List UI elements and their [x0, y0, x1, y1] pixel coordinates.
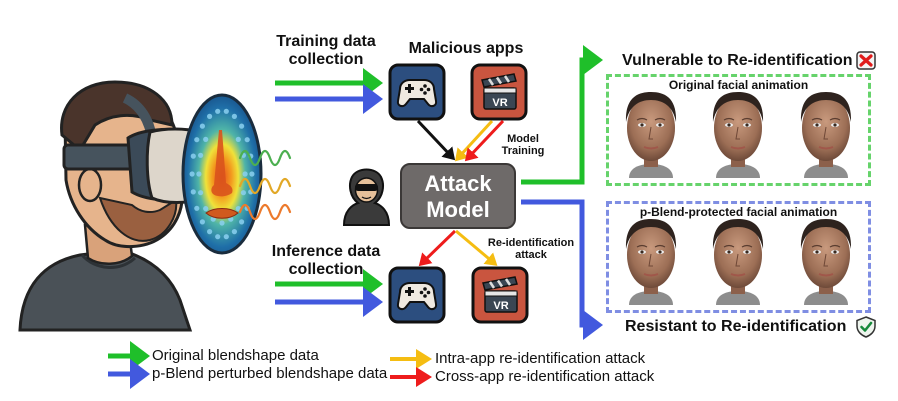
gamepad-icon	[396, 79, 438, 108]
legend-label-original: Original blendshape data	[152, 347, 319, 364]
red-x-icon	[856, 51, 876, 70]
mask-tracking-dot	[235, 136, 241, 142]
mask-tracking-dot	[189, 171, 195, 177]
avatar-face-icon	[625, 92, 677, 178]
avatar-face-icon	[625, 219, 677, 305]
mask-tracking-dot	[223, 234, 229, 240]
vr-headset-user-icon	[18, 80, 206, 332]
cross-app-attack-arrow	[418, 229, 457, 267]
inference-data-collection-label: Inference data collection	[271, 243, 381, 278]
model-training-arrows	[416, 119, 505, 162]
vulnerable-route-arrow	[521, 45, 603, 185]
mask-tracking-dot	[194, 205, 200, 211]
gamepad-icon	[396, 282, 438, 311]
training-data-collection-label: Training data collection	[276, 33, 376, 68]
resistant-heading: Resistant to Re-identification	[625, 318, 847, 335]
reidentification-attack-label: Re-identification attack	[487, 237, 575, 262]
avatar-face-icon	[712, 219, 764, 305]
inference-input-arrows	[275, 269, 383, 317]
training-edge-intra	[454, 119, 494, 162]
mask-tracking-dot	[239, 123, 245, 129]
original-animation-title: Original facial animation	[668, 78, 809, 92]
vr-app-icon-training: VR	[470, 63, 528, 121]
attack-model-box: Attack Model	[400, 163, 516, 229]
vulnerable-heading: Vulnerable to Re-identification	[622, 52, 853, 69]
mask-tracking-dot	[190, 189, 196, 195]
legend-label-cross: Cross-app re-identification attack	[435, 368, 655, 385]
mask-tracking-dot	[228, 216, 234, 222]
mask-tracking-dot	[223, 108, 229, 114]
mask-tracking-dot	[203, 136, 209, 142]
avatar-face-icon	[800, 219, 852, 305]
mask-tracking-dot	[198, 152, 204, 158]
mask-tracking-dot	[194, 137, 200, 143]
mask-tracking-dot	[215, 234, 221, 240]
mask-tracking-dot	[239, 219, 245, 225]
legend-label-intra: Intra-app re-identification attack	[435, 350, 646, 367]
avatar-face-icon	[800, 92, 852, 178]
clapperboard-vr-icon: VR	[481, 73, 517, 110]
legend-swatches	[108, 341, 432, 389]
training-input-arrows	[275, 68, 383, 114]
blendshape-signal-waves	[238, 149, 292, 221]
mask-tracking-dot	[244, 137, 250, 143]
mask-tracking-dot	[207, 229, 213, 235]
mask-tracking-dot	[231, 229, 237, 235]
malicious-apps-label: Malicious apps	[408, 40, 524, 57]
mask-tracking-dot	[215, 108, 221, 114]
mask-tracking-dot	[190, 153, 196, 159]
avatar-face-icon	[712, 92, 764, 178]
protected-animation-panel: p-Blend-protected facial animation	[606, 201, 871, 313]
reidentification-attack-arrows	[418, 229, 498, 267]
mask-tracking-dot	[235, 206, 241, 212]
protected-animation-title: p-Blend-protected facial animation	[639, 205, 838, 219]
mask-tracking-dot	[207, 113, 213, 119]
mask-tracking-dot	[203, 206, 209, 212]
vr-app-icon-inference: VR	[471, 266, 529, 324]
svg-text:VR: VR	[493, 300, 508, 312]
hooded-hacker-icon	[342, 168, 391, 226]
mask-tracking-dot	[240, 190, 246, 196]
shield-check-icon	[856, 316, 876, 338]
legend-label-perturbed: p-Blend perturbed blendshape data	[152, 365, 388, 382]
avatar-faces	[625, 92, 852, 305]
intra-app-attack-arrow	[455, 229, 498, 266]
mask-tracking-dot	[242, 171, 248, 177]
original-animation-panel: Original facial animation	[606, 74, 871, 186]
mask-tracking-dot	[210, 216, 216, 222]
mask-tracking-dot	[198, 190, 204, 196]
game-app-icon-training	[388, 63, 446, 121]
resistant-route-arrow	[521, 199, 603, 340]
clapperboard-vr-icon: VR	[482, 276, 518, 313]
svg-text:VR: VR	[492, 97, 507, 109]
training-edge-cross	[464, 119, 505, 162]
face-blendshape-heatmap-icon	[181, 93, 263, 255]
mask-tracking-dot	[199, 123, 205, 129]
game-app-icon-inference	[388, 266, 446, 324]
training-edge-game	[416, 119, 456, 161]
mask-tracking-dot	[249, 171, 255, 177]
mask-tracking-dot	[199, 219, 205, 225]
model-training-label: Model Training	[501, 133, 545, 158]
attack-model-label: Attack Model	[424, 171, 492, 222]
mask-tracking-dot	[219, 220, 225, 226]
mask-tracking-dot	[196, 171, 202, 177]
mask-tracking-dot	[231, 113, 237, 119]
